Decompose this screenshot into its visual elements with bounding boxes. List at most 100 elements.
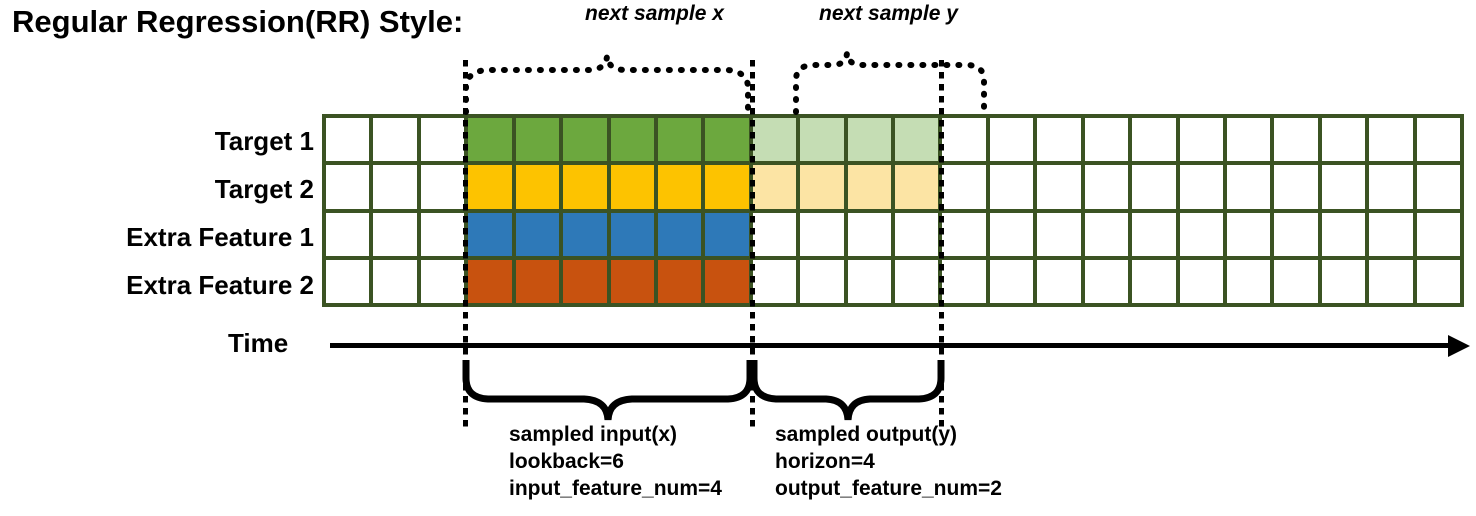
grid-cell-target-1-19-empty	[1179, 118, 1223, 162]
caption-next-sample-y: next sample y	[819, 2, 958, 25]
grid-cell-target-1-22-empty	[1321, 118, 1366, 162]
grid-cell-extra-feature-2-17-empty	[1084, 259, 1129, 303]
grid-cell-target-2-21-empty	[1274, 165, 1318, 209]
grid-cell-extra-feature-1-11-empty	[800, 212, 844, 256]
grid-cell-target-2-3-empty	[420, 165, 465, 209]
grid-cell-target-2-22-empty	[1321, 165, 1366, 209]
grid-cell-target-2-6-input	[563, 165, 607, 209]
grid-cell-target-1-2-empty	[373, 118, 417, 162]
brace-sampled-input	[462, 360, 754, 421]
guide-line-input-end	[750, 60, 755, 427]
caption-sampled-output: sampled output(y) horizon=4 output_featu…	[775, 421, 1002, 502]
grid-cell-extra-feature-1-2-empty	[373, 212, 417, 256]
grid-cell-target-2-20-empty	[1226, 165, 1271, 209]
grid-cell-extra-feature-2-20-empty	[1226, 259, 1271, 303]
grid-cell-target-2-8-input	[657, 165, 702, 209]
grid-cell-target-1-9-input	[705, 118, 749, 162]
grid-cell-target-1-20-empty	[1226, 118, 1271, 162]
caption-sampled-input: sampled input(x) lookback=6 input_featur…	[509, 421, 722, 502]
time-axis-label: Time	[228, 328, 289, 358]
grid-cell-target-1-1-empty	[326, 118, 370, 162]
grid-cell-extra-feature-2-11-empty	[800, 259, 844, 303]
grid-cell-extra-feature-2-3-empty	[420, 259, 465, 303]
sampled-input-line-1: sampled input(x)	[509, 423, 678, 446]
grid-cell-target-1-7-input	[610, 118, 654, 162]
grid-cell-extra-feature-2-10-empty	[752, 259, 797, 303]
grid-cell-extra-feature-2-4-input	[468, 259, 512, 303]
guide-line-output-end	[939, 60, 944, 427]
grid-cell-extra-feature-1-24-empty	[1416, 212, 1460, 256]
grid-cell-target-2-24-empty	[1416, 165, 1460, 209]
grid-cell-extra-feature-2-21-empty	[1274, 259, 1318, 303]
brace-next-sample-x	[463, 55, 751, 115]
grid-cell-target-2-14-empty	[942, 165, 986, 209]
grid-cell-target-1-24-empty	[1416, 118, 1460, 162]
grid-cell-extra-feature-1-6-input	[563, 212, 607, 256]
grid-cell-target-1-10-output	[752, 118, 797, 162]
grid-cell-target-1-4-input	[468, 118, 512, 162]
grid-cell-extra-feature-1-15-empty	[989, 212, 1034, 256]
grid-cell-extra-feature-2-13-empty	[895, 259, 939, 303]
grid-cell-extra-feature-2-6-input	[563, 259, 607, 303]
grid-cell-target-1-14-empty	[942, 118, 986, 162]
grid-cell-extra-feature-1-8-input	[657, 212, 702, 256]
grid-cell-target-1-6-input	[563, 118, 607, 162]
sampled-output-line-3: output_feature_num=2	[775, 477, 1002, 500]
page-title: Regular Regression(RR) Style:	[12, 4, 464, 39]
grid-cell-target-2-9-input	[705, 165, 749, 209]
grid-cell-extra-feature-1-17-empty	[1084, 212, 1129, 256]
guide-line-input-start	[463, 60, 468, 427]
grid-cell-extra-feature-2-24-empty	[1416, 259, 1460, 303]
grid-cell-extra-feature-2-16-empty	[1037, 259, 1081, 303]
time-axis-line	[330, 343, 1463, 348]
grid-cell-extra-feature-1-16-empty	[1037, 212, 1081, 256]
grid-cell-extra-feature-1-23-empty	[1369, 212, 1413, 256]
grid-cell-target-1-17-empty	[1084, 118, 1129, 162]
grid-cell-target-1-12-output	[847, 118, 891, 162]
sampled-output-line-1: sampled output(y)	[775, 423, 957, 446]
grid-cell-target-1-15-empty	[989, 118, 1034, 162]
grid-cell-target-2-13-output	[895, 165, 939, 209]
grid-cell-target-2-1-empty	[326, 165, 370, 209]
grid-cell-target-1-8-input	[657, 118, 702, 162]
grid-cell-extra-feature-2-8-input	[657, 259, 702, 303]
grid-cell-target-2-10-output	[752, 165, 797, 209]
grid-cell-extra-feature-2-14-empty	[942, 259, 986, 303]
grid-cell-extra-feature-1-9-input	[705, 212, 749, 256]
grid-cell-target-2-11-output	[800, 165, 844, 209]
grid-cell-extra-feature-1-3-empty	[420, 212, 465, 256]
row-label-extra-feature-2: Extra Feature 2	[126, 270, 314, 300]
grid-cell-extra-feature-1-12-empty	[847, 212, 891, 256]
grid-cell-extra-feature-1-20-empty	[1226, 212, 1271, 256]
grid-cell-target-1-23-empty	[1369, 118, 1413, 162]
grid-cell-extra-feature-2-2-empty	[373, 259, 417, 303]
grid-cell-extra-feature-1-18-empty	[1132, 212, 1176, 256]
time-axis-arrow-icon	[1448, 335, 1470, 357]
grid-cell-target-1-5-input	[515, 118, 560, 162]
row-label-extra-feature-1: Extra Feature 1	[126, 222, 314, 252]
row-label-target-1: Target 1	[214, 126, 314, 156]
grid-cell-extra-feature-2-12-empty	[847, 259, 891, 303]
grid-cell-extra-feature-2-9-input	[705, 259, 749, 303]
grid-cell-target-2-19-empty	[1179, 165, 1223, 209]
grid-cell-extra-feature-2-22-empty	[1321, 259, 1366, 303]
grid-cell-target-2-15-empty	[989, 165, 1034, 209]
grid-cell-target-1-11-output	[800, 118, 844, 162]
caption-next-sample-x: next sample x	[585, 2, 724, 25]
grid-cell-extra-feature-1-5-input	[515, 212, 560, 256]
grid-cell-extra-feature-1-14-empty	[942, 212, 986, 256]
grid-cell-target-2-7-input	[610, 165, 654, 209]
grid-cell-target-2-4-input	[468, 165, 512, 209]
grid-cell-target-1-3-empty	[420, 118, 465, 162]
grid-cell-target-1-13-output	[895, 118, 939, 162]
grid-cell-extra-feature-1-13-empty	[895, 212, 939, 256]
row-label-target-2: Target 2	[214, 174, 314, 204]
grid-cell-extra-feature-1-19-empty	[1179, 212, 1223, 256]
brace-next-sample-y	[793, 52, 987, 115]
grid-cell-target-2-2-empty	[373, 165, 417, 209]
sampled-input-line-3: input_feature_num=4	[509, 477, 722, 500]
grid-cell-extra-feature-2-23-empty	[1369, 259, 1413, 303]
grid-cell-target-1-21-empty	[1274, 118, 1318, 162]
grid-cell-extra-feature-2-7-input	[610, 259, 654, 303]
